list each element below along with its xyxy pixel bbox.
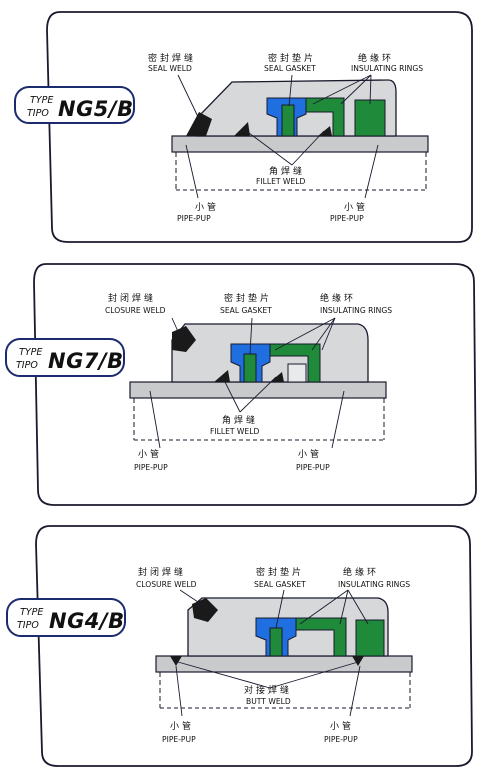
insulating-ring-pillar (281, 104, 295, 137)
panel-frame (33, 263, 477, 506)
closure-weld (192, 598, 218, 622)
pipe-pup (129, 381, 387, 399)
rings-label-en: INSULATING RINGS (338, 580, 410, 589)
leader-lines (177, 74, 379, 199)
tipo-label: TIPO (16, 360, 38, 371)
butt-weld-left (170, 656, 182, 666)
lower-weld-label-en: FILLET WELD (256, 177, 305, 186)
lower-weld-label-en: FILLET WELD (210, 427, 259, 436)
pup-right-zh: 小管 (330, 720, 354, 732)
leader-lines (175, 589, 369, 717)
insulating-ring-right (354, 99, 386, 137)
pup-left-en: PIPE-PUP (177, 214, 211, 223)
insulating-ring-right (287, 363, 307, 383)
gasket-label-zh: 密封垫片 (256, 566, 304, 578)
butt-weld-right (352, 656, 364, 666)
pipe-pup (155, 655, 413, 673)
pup-right-en: PIPE-PUP (330, 214, 364, 223)
tipo-label: TIPO (27, 108, 49, 119)
model-name: NG7/B (48, 349, 124, 373)
pup-right-en: PIPE-PUP (324, 735, 358, 744)
weld-label-zh: 封闭焊缝 (108, 292, 156, 304)
pup-left-zh: 小管 (138, 448, 162, 460)
rings-label-en: INSULATING RINGS (320, 306, 392, 315)
insulating-ring-right (355, 619, 385, 657)
weld-label-en: CLOSURE WELD (105, 306, 166, 315)
lower-weld-label-zh: 角焊缝 (269, 165, 305, 177)
type-label: TYPE (19, 347, 42, 358)
lower-weld-label-zh: 对接焊缝 (244, 684, 292, 696)
type-label: TYPE (30, 95, 53, 106)
weld-label-en: CLOSURE WELD (136, 580, 197, 589)
lower-weld-label-zh: 角焊缝 (222, 414, 258, 426)
gasket-label-zh: 密封垫片 (268, 52, 316, 64)
insulating-ring-pillar (243, 353, 257, 383)
leader-lines (149, 317, 345, 449)
panel-frame (46, 11, 473, 243)
pup-left-zh: 小管 (170, 720, 194, 732)
insulating-ring-upper (269, 343, 321, 383)
panel-ng5b: TYPE TIPO NG5/B (14, 11, 473, 243)
pup-right-en: PIPE-PUP (296, 463, 330, 472)
gasket-label-en: SEAL GASKET (220, 306, 272, 315)
type-label: TYPE (20, 607, 43, 618)
panel-frame (35, 525, 473, 767)
model-name: NG4/B (49, 609, 125, 633)
pipe-pup (171, 135, 429, 153)
weld-label-zh: 密封焊缝 (148, 52, 196, 64)
fillet-weld-left (234, 122, 250, 136)
rings-label-zh: 绝缘环 (358, 52, 394, 64)
type-badge: TYPE TIPO NG4/B (6, 598, 126, 637)
pup-right-zh: 小管 (344, 201, 368, 213)
seal-weld (186, 112, 212, 136)
rings-label-en: INSULATING RINGS (351, 64, 423, 73)
panel-ng4b: TYPE TIPO NG4/B 封闭焊缝 CLOSURE WELD 密封垫片 (6, 525, 473, 767)
model-name: NG5/B (58, 97, 134, 121)
pup-left-en: PIPE-PUP (134, 463, 168, 472)
insulating-ring-upper (295, 617, 347, 657)
pup-left-en: PIPE-PUP (162, 735, 196, 744)
gasket-label-en: SEAL GASKET (264, 64, 316, 73)
gasket-label-en: SEAL GASKET (254, 580, 306, 589)
tipo-label: TIPO (17, 620, 39, 631)
rings-label-zh: 绝缘环 (343, 566, 379, 578)
panel-ng7b: TYPE TIPO NG7/B 封闭焊缝 CLOSURE WELD 密封垫片 (5, 263, 477, 506)
type-badge: TYPE TIPO NG7/B (5, 338, 125, 377)
pup-left-zh: 小管 (195, 201, 219, 213)
lower-weld-label-en: BUTT WELD (246, 697, 291, 706)
gasket-label-zh: 密封垫片 (224, 292, 272, 304)
rings-label-zh: 绝缘环 (320, 292, 356, 304)
pup-right-zh: 小管 (298, 448, 322, 460)
weld-label-zh: 封闭焊缝 (138, 566, 186, 578)
insulating-ring-pillar (269, 627, 283, 657)
weld-label-en: SEAL WELD (148, 64, 192, 73)
type-badge: TYPE TIPO NG5/B (14, 86, 135, 124)
insulating-ring-upper (305, 97, 345, 137)
